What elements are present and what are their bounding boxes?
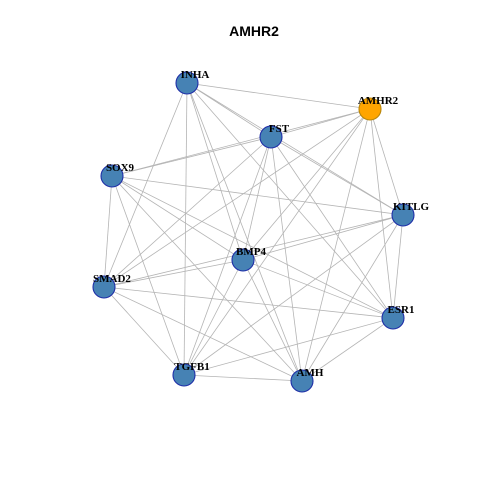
node-esr1[interactable]: ESR1 bbox=[381, 304, 415, 330]
node-label-amh: AMH bbox=[297, 367, 324, 379]
edges-layer bbox=[103, 82, 404, 382]
edge-amhr2-esr1 bbox=[369, 108, 394, 319]
edge-kitlg-smad2 bbox=[103, 214, 404, 288]
edge-inha-amh bbox=[186, 82, 303, 382]
edge-fst-tgfb1 bbox=[183, 136, 272, 376]
edge-bmp4-esr1 bbox=[242, 259, 394, 319]
edge-kitlg-esr1 bbox=[392, 214, 404, 319]
node-amh[interactable]: AMH bbox=[290, 367, 324, 393]
edge-inha-amhr2 bbox=[186, 82, 371, 110]
edge-kitlg-amh bbox=[301, 214, 404, 382]
edge-smad2-esr1 bbox=[103, 286, 394, 319]
node-circle-esr1[interactable] bbox=[381, 306, 405, 330]
edge-fst-kitlg bbox=[270, 136, 404, 216]
edge-sox9-amh bbox=[111, 175, 303, 382]
edge-inha-kitlg bbox=[186, 82, 404, 216]
node-circle-kitlg[interactable] bbox=[391, 203, 415, 227]
node-label-kitlg: KITLG bbox=[393, 201, 430, 213]
node-inha[interactable]: INHA bbox=[175, 69, 210, 95]
node-label-amhr2: AMHR2 bbox=[358, 95, 399, 107]
edge-inha-tgfb1 bbox=[183, 82, 188, 376]
node-label-sox9: SOX9 bbox=[106, 162, 135, 174]
edge-fst-bmp4 bbox=[242, 136, 272, 261]
edge-fst-sox9 bbox=[111, 136, 272, 177]
edge-amhr2-sox9 bbox=[111, 108, 371, 177]
edge-bmp4-smad2 bbox=[103, 259, 244, 288]
edge-inha-esr1 bbox=[186, 82, 394, 319]
edge-bmp4-amh bbox=[242, 259, 303, 382]
edge-inha-smad2 bbox=[103, 82, 188, 288]
node-smad2[interactable]: SMAD2 bbox=[92, 273, 131, 299]
node-sox9[interactable]: SOX9 bbox=[100, 162, 135, 188]
edge-fst-amh bbox=[270, 136, 303, 382]
edge-kitlg-tgfb1 bbox=[183, 214, 404, 376]
edge-smad2-amh bbox=[103, 286, 303, 382]
edge-amhr2-smad2 bbox=[103, 108, 371, 288]
node-label-tgfb1: TGFB1 bbox=[174, 361, 209, 373]
edge-amhr2-kitlg bbox=[369, 108, 404, 216]
edge-sox9-kitlg bbox=[111, 175, 404, 216]
node-circle-tgfb1[interactable] bbox=[172, 363, 196, 387]
node-circle-fst[interactable] bbox=[259, 125, 283, 149]
edge-amhr2-bmp4 bbox=[242, 108, 371, 261]
edge-sox9-bmp4 bbox=[111, 175, 244, 261]
node-circle-bmp4[interactable] bbox=[231, 248, 255, 272]
node-fst[interactable]: FST bbox=[259, 123, 290, 149]
edge-esr1-amh bbox=[301, 317, 394, 382]
node-label-fst: FST bbox=[269, 123, 290, 135]
node-amhr2[interactable]: AMHR2 bbox=[358, 95, 399, 121]
node-circle-amhr2[interactable] bbox=[358, 97, 382, 121]
node-circle-sox9[interactable] bbox=[100, 164, 124, 188]
node-bmp4[interactable]: BMP4 bbox=[231, 246, 266, 272]
edge-smad2-tgfb1 bbox=[103, 286, 185, 376]
edge-sox9-esr1 bbox=[111, 175, 394, 319]
edge-bmp4-tgfb1 bbox=[183, 259, 244, 376]
node-label-inha: INHA bbox=[181, 69, 210, 81]
edge-sox9-smad2 bbox=[103, 175, 113, 288]
edge-inha-bmp4 bbox=[186, 82, 244, 261]
node-circle-amh[interactable] bbox=[290, 369, 314, 393]
node-label-esr1: ESR1 bbox=[388, 304, 415, 316]
edge-amhr2-tgfb1 bbox=[183, 108, 371, 376]
node-kitlg[interactable]: KITLG bbox=[391, 201, 430, 227]
edge-fst-smad2 bbox=[103, 136, 272, 288]
node-circle-inha[interactable] bbox=[175, 71, 199, 95]
edge-amhr2-amh bbox=[301, 108, 371, 382]
edge-fst-esr1 bbox=[270, 136, 394, 319]
node-circle-smad2[interactable] bbox=[92, 275, 116, 299]
node-label-smad2: SMAD2 bbox=[93, 273, 131, 285]
node-label-bmp4: BMP4 bbox=[236, 246, 266, 258]
edge-kitlg-bmp4 bbox=[242, 214, 404, 261]
graph-title: AMHR2 bbox=[229, 23, 279, 39]
node-tgfb1[interactable]: TGFB1 bbox=[172, 361, 210, 387]
edge-tgfb1-amh bbox=[183, 374, 303, 382]
edge-esr1-tgfb1 bbox=[183, 317, 394, 376]
edge-sox9-tgfb1 bbox=[111, 175, 185, 376]
